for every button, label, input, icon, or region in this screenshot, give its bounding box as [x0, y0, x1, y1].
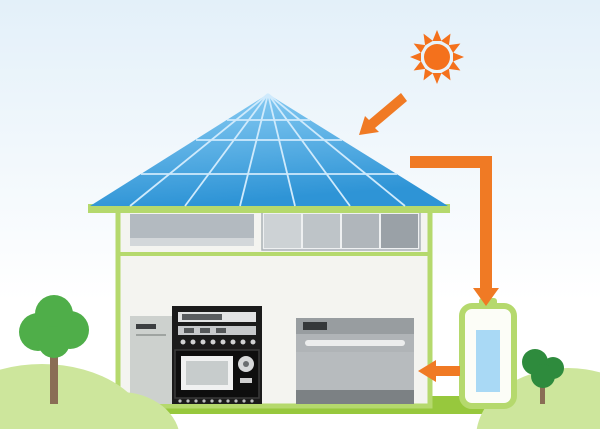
kitchen-appliance-black: [172, 306, 262, 404]
window-pane: [264, 214, 301, 248]
control-key: [200, 328, 210, 333]
sun-icon: [410, 30, 464, 84]
energy-flow-arrows: [359, 93, 499, 382]
microwave-window-inner: [186, 361, 228, 385]
left-tree: [19, 295, 89, 404]
microwave-button: [240, 378, 252, 383]
range-hood: [130, 214, 254, 238]
left-tree-canopy: [19, 295, 89, 358]
dishwasher-handle: [305, 340, 405, 346]
kitchen-appliance-gray: [296, 318, 414, 404]
side-cabinet: [130, 316, 172, 404]
sun-core: [424, 44, 450, 70]
storage-battery: [459, 298, 517, 409]
window-pane: [303, 214, 340, 248]
right-tree-trunk: [540, 384, 545, 404]
left-tree-trunk: [50, 348, 58, 404]
cabinet-vent-slot: [136, 324, 156, 329]
knob-row: [180, 339, 256, 345]
kitchen-appliances: [130, 306, 414, 404]
roof-fascia: [88, 204, 450, 213]
right-bush: [476, 368, 600, 429]
microwave-dial-center: [243, 361, 249, 367]
window-pane: [342, 214, 379, 248]
display-readout: [182, 314, 222, 320]
control-key: [216, 328, 226, 333]
left-bush-small: [61, 392, 179, 429]
dishwasher-door: [296, 352, 414, 390]
right-tree-canopy: [522, 349, 564, 388]
sunlight-arrow: [359, 93, 407, 135]
battery-to-appliance-arrow: [418, 360, 460, 382]
right-tree: [522, 349, 564, 404]
window-pane: [381, 214, 418, 248]
dishwasher-base: [296, 390, 414, 404]
side-cabinet-body: [130, 316, 172, 404]
sun-rays: [410, 30, 464, 84]
solar-panel-roof: [88, 93, 450, 213]
greenery: [0, 295, 600, 429]
solar-panel-gridlines: [129, 93, 406, 207]
bottom-button-dots: [178, 399, 254, 403]
dishwasher-display: [303, 322, 327, 330]
cabinet-groove: [136, 334, 166, 336]
roof-to-battery-arrow: [410, 156, 499, 306]
battery-cell: [476, 330, 500, 392]
solar-panel-surface: [90, 94, 448, 206]
range-hood-lip: [130, 238, 254, 246]
window-panes: [264, 214, 418, 248]
house: [115, 203, 433, 409]
control-key: [184, 328, 194, 333]
upper-floor: [130, 211, 421, 251]
